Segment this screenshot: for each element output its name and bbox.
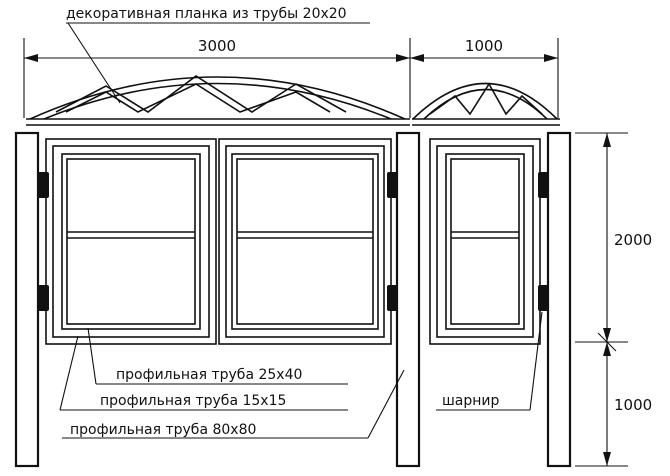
gate-arch	[26, 75, 410, 126]
label-profile-80x80: профильная труба 80x80	[70, 422, 256, 438]
callout-decor-strip: декоративная планка из трубы 20x20	[66, 6, 370, 104]
wicket-width-value: 1000	[465, 37, 503, 55]
wicket-arch	[412, 82, 560, 126]
gate-width-value: 3000	[198, 37, 236, 55]
post-right	[546, 131, 572, 468]
hinge-icon	[538, 285, 549, 311]
hinge-icon	[538, 172, 549, 198]
gate-leaf-left	[45, 138, 217, 345]
label-decor-strip: декоративная планка из трубы 20x20	[66, 6, 347, 22]
gate-leaf-right	[218, 138, 392, 345]
label-profile-25x40: профильная труба 25x40	[116, 367, 302, 383]
hinge-icon	[38, 172, 49, 198]
callout-hinge: шарнир	[436, 311, 543, 411]
callout-profile-80x80: профильная труба 80x80	[62, 369, 405, 439]
dimension-wicket-width: 1000	[410, 37, 559, 118]
label-profile-15x15: профильная труба 15x15	[100, 393, 286, 409]
label-hinge: шарнир	[442, 393, 500, 409]
callout-profile-25x40: профильная труба 25x40	[87, 327, 348, 385]
post-left	[14, 131, 40, 468]
hinge-icon	[387, 285, 398, 311]
upper-height-value: 2000	[614, 231, 652, 249]
dimension-gate-width: 3000	[23, 37, 411, 118]
hinge-icon	[387, 172, 398, 198]
callout-profile-15x15: профильная труба 15x15	[59, 335, 348, 411]
post-middle	[395, 131, 421, 468]
wicket-door	[429, 138, 541, 345]
lower-height-value: 1000	[614, 396, 652, 414]
dimension-heights: 2000 1000	[575, 132, 652, 467]
hinge-icon	[38, 285, 49, 311]
